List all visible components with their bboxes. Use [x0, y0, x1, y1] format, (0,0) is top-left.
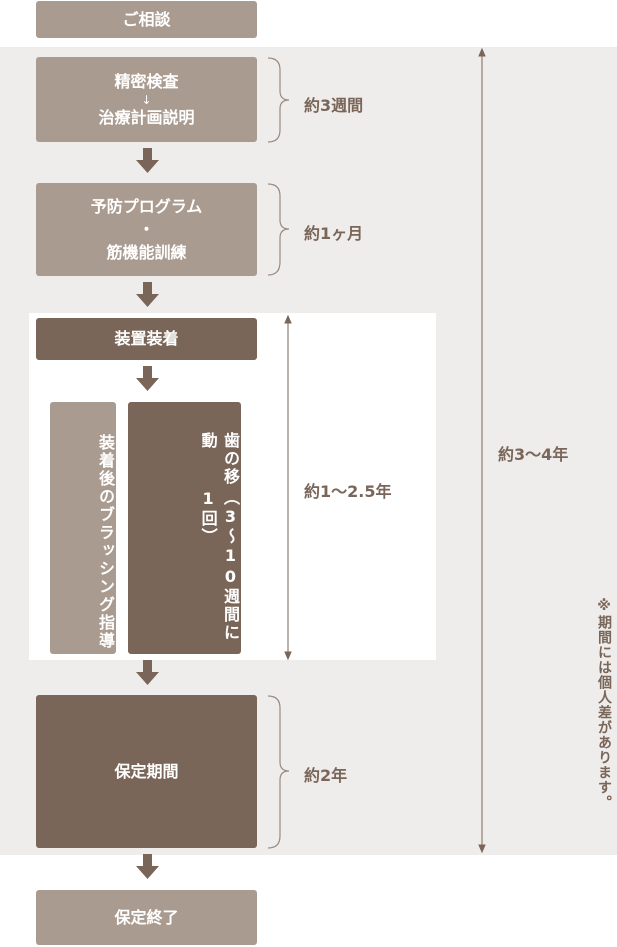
step-device: 装置装着 [36, 318, 257, 360]
brace-prevention-icon [267, 183, 290, 276]
duration-total: 約3〜4年 [498, 445, 569, 464]
step-consult-label: ご相談 [122, 9, 171, 29]
brace-exam-icon [267, 57, 290, 143]
step-tooth-movement-interval: （3～10週間に1回） [198, 488, 240, 642]
step-retention-label: 保定期間 [114, 761, 179, 781]
step-consult: ご相談 [36, 1, 257, 38]
step-end-label: 保定終了 [114, 907, 179, 927]
step-end: 保定終了 [36, 890, 257, 945]
step-tooth-movement: 歯の移動 （3～10週間に1回） [128, 402, 241, 654]
step-exam-arrow: ↓ [141, 92, 152, 107]
step-exam-line1: 精密検査 [114, 72, 179, 92]
arrow-down-icon [136, 366, 159, 391]
step-brushing: 装着後のブラッシング指導 [50, 402, 116, 654]
step-exam: 精密検査 ↓ 治療計画説明 [36, 57, 257, 142]
arrow-down-icon [136, 282, 159, 307]
step-exam-line2: 治療計画説明 [98, 107, 195, 127]
step-device-label: 装置装着 [114, 329, 179, 349]
step-brushing-label: 装着後のブラッシング指導 [96, 434, 115, 650]
step-prevention-line3: 筋機能訓練 [106, 243, 187, 263]
range-movement-icon [284, 314, 292, 661]
range-total-icon [478, 47, 486, 854]
step-prevention-line1: 予防プログラム [90, 196, 203, 216]
duration-prevention: 約1ヶ月 [304, 224, 364, 243]
arrow-down-icon [136, 854, 159, 879]
duration-retention: 約2年 [304, 766, 348, 785]
step-tooth-movement-title: 歯の移動 [198, 432, 240, 486]
step-prevention-line2: ・ [138, 219, 155, 239]
duration-exam: 約3週間 [304, 96, 364, 115]
step-retention: 保定期間 [36, 695, 257, 848]
arrow-down-icon [136, 660, 159, 685]
arrow-down-icon [136, 148, 159, 173]
step-prevention: 予防プログラム ・ 筋機能訓練 [36, 183, 257, 276]
duration-movement: 約1〜2.5年 [304, 482, 392, 501]
individual-difference-note: ※期間には個人差があります。 [596, 598, 612, 810]
brace-retention-icon [267, 695, 290, 849]
